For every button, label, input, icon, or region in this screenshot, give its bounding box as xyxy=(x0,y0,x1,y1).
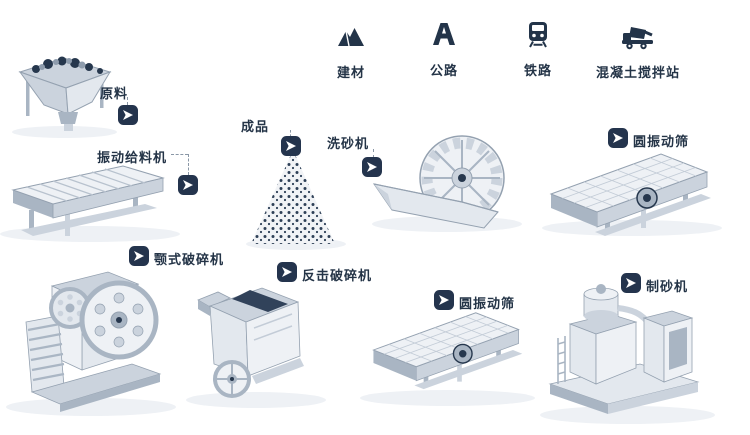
circular-vibrating-screen-illustration-1 xyxy=(549,153,711,236)
jaw-crusher-label: 颚式破碎机 xyxy=(154,253,225,268)
ground-shadow xyxy=(540,406,715,424)
legend-item-railway: 铁路 xyxy=(507,18,569,79)
legend-item-label: 混凝土搅拌站 xyxy=(595,66,680,81)
ground-shadow xyxy=(542,220,722,236)
impact-crusher-label: 反击破碎机 xyxy=(302,269,373,284)
jaw-crusher-illustration xyxy=(25,271,162,412)
ground-shadow xyxy=(360,390,535,406)
sand-washer-label: 洗砂机 xyxy=(327,137,370,152)
ground-shadow xyxy=(6,398,176,416)
building-materials-icon xyxy=(336,20,366,50)
dashed-connector xyxy=(188,154,189,175)
vibrating-feeder-marker-icon xyxy=(178,175,198,195)
circular-vibrating-screen-2-marker-icon xyxy=(434,290,454,310)
sand-washer-illustration xyxy=(372,135,505,229)
raw-material-marker-icon xyxy=(118,105,138,125)
sand-maker-illustration xyxy=(548,284,700,414)
legend-item-label: 建材 xyxy=(336,66,365,81)
dashed-connector xyxy=(290,130,291,137)
sand-making-machine-label: 制砂机 xyxy=(646,280,689,295)
sand-making-machine-marker-icon xyxy=(621,273,641,293)
legend-item-highway: 公路 xyxy=(413,18,475,79)
impact-crusher-marker-icon xyxy=(277,262,297,282)
hopper-illustration xyxy=(18,56,112,131)
legend-item-concrete-mixing-plant: 混凝土搅拌站 xyxy=(588,20,688,81)
finished-product-marker-icon xyxy=(281,136,301,156)
raw-material-label: 原料 xyxy=(100,87,129,102)
jaw-crusher-marker-icon xyxy=(129,246,149,266)
sand-pile-illustration xyxy=(251,150,335,244)
finished-product-label: 成品 xyxy=(241,120,270,135)
vibrating-feeder-label: 振动给料机 xyxy=(97,151,168,166)
concrete-mixing-plant-icon xyxy=(621,20,655,50)
vibrating-feeder-illustration xyxy=(11,165,165,236)
ground-shadow xyxy=(12,126,117,138)
circular-vibrating-screen-illustration-2 xyxy=(372,312,523,390)
dashed-connector xyxy=(171,154,188,155)
railway-icon xyxy=(525,18,551,48)
legend-item-label: 铁路 xyxy=(523,64,552,79)
circular-vibrating-screen-1-label: 圆振动筛 xyxy=(633,135,690,150)
ground-shadow xyxy=(186,392,326,408)
circular-vibrating-screen-2-label: 圆振动筛 xyxy=(459,297,516,312)
circular-vibrating-screen-1-marker-icon xyxy=(608,128,628,148)
impact-crusher-illustration xyxy=(197,287,304,398)
legend-item-label: 公路 xyxy=(429,64,458,79)
legend-item-building-materials: 建材 xyxy=(320,20,382,81)
dashed-connector xyxy=(373,149,374,158)
highway-icon xyxy=(429,18,459,48)
sand-washer-marker-icon xyxy=(362,157,382,177)
dashed-connector xyxy=(127,97,128,105)
